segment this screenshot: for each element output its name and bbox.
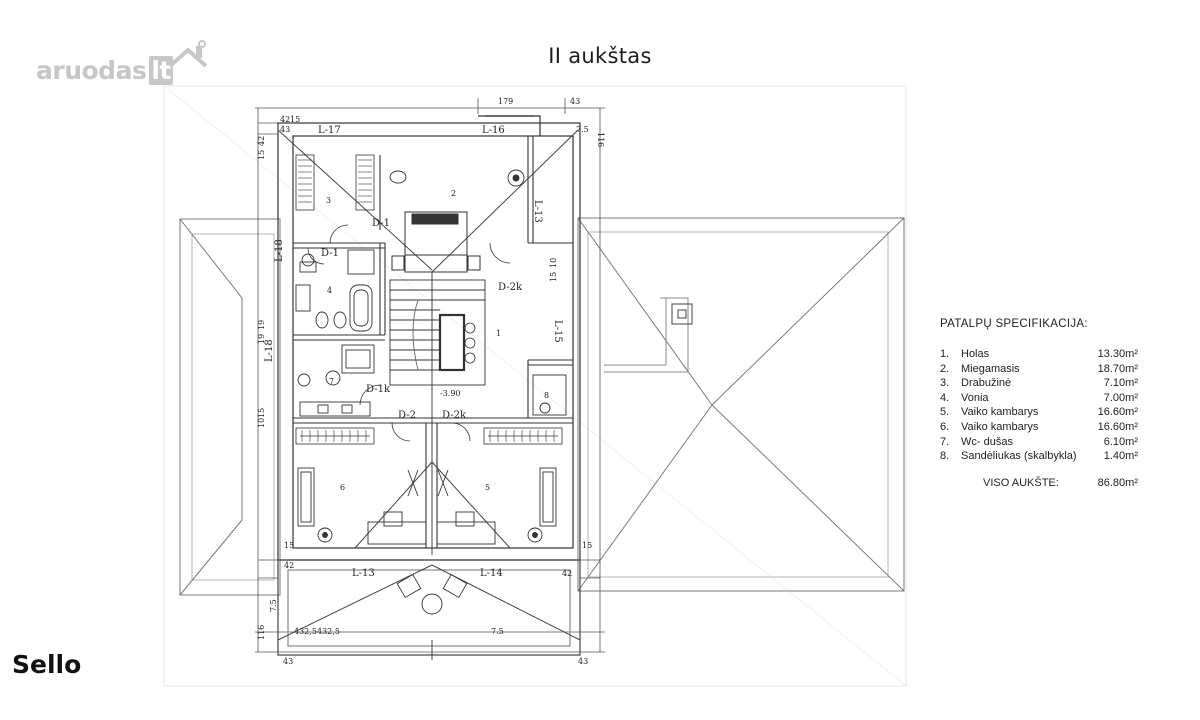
interior-walls — [293, 136, 573, 548]
svg-text:42: 42 — [284, 561, 294, 570]
spec-total: VISO AUKŠTE: 86.80m² — [940, 475, 1160, 491]
svg-text:15: 15 — [582, 541, 592, 550]
svg-text:L-17: L-17 — [318, 125, 341, 136]
brand-logo: Sello — [12, 650, 82, 679]
svg-text:432,5: 432,5 — [317, 627, 340, 636]
svg-text:15: 15 — [549, 272, 558, 282]
svg-text:42: 42 — [280, 115, 290, 124]
svg-text:D-2k: D-2k — [442, 410, 467, 421]
svg-text:4: 4 — [327, 286, 332, 295]
house-icon — [168, 40, 208, 68]
dimension-numbers: 179 43 42 15 43 15 42 7.5 116 10 15 19 1… — [257, 97, 605, 666]
svg-text:L-16: L-16 — [482, 125, 505, 136]
svg-text:42: 42 — [257, 136, 266, 146]
svg-text:43: 43 — [570, 97, 580, 106]
wardrobe-hatching — [298, 159, 555, 442]
svg-text:D-2k: D-2k — [498, 282, 523, 293]
svg-text:15: 15 — [290, 115, 300, 124]
svg-text:8: 8 — [544, 391, 549, 400]
svg-text:7.5: 7.5 — [269, 599, 278, 612]
page-title: II aukštas — [548, 44, 652, 68]
bathroom-fixtures — [295, 249, 567, 417]
svg-text:2: 2 — [451, 189, 456, 198]
spec-row: 8.Sandėliukas (skalbykla)1.40m² — [940, 450, 1138, 463]
svg-text:L-18: L-18 — [264, 339, 275, 362]
svg-text:15: 15 — [257, 408, 266, 418]
door-swings — [307, 224, 511, 442]
svg-text:D-2: D-2 — [398, 410, 416, 421]
svg-text:L-15: L-15 — [552, 320, 563, 343]
plant-icons — [297, 169, 543, 543]
hall-stools — [464, 322, 476, 364]
svg-text:L-18: L-18 — [274, 239, 285, 262]
svg-text:D-1k: D-1k — [366, 384, 391, 395]
svg-text:42: 42 — [562, 569, 572, 578]
svg-text:7.5: 7.5 — [491, 627, 504, 636]
wardrobes — [295, 154, 563, 445]
svg-text:15: 15 — [284, 541, 294, 550]
room-numbers: 1 2 3 4 5 6 7 8 — [326, 189, 549, 492]
svg-text:5: 5 — [485, 483, 490, 492]
roof-left — [179, 218, 281, 596]
svg-text:1: 1 — [496, 329, 501, 338]
svg-text:7.5: 7.5 — [576, 125, 589, 134]
svg-text:7: 7 — [329, 377, 334, 386]
dimension-lines — [255, 98, 605, 653]
staircase — [389, 279, 486, 386]
kids-furniture — [297, 467, 557, 545]
spec-title: PATALPŲ SPECIFIKACIJA: — [940, 318, 1088, 330]
total-label: VISO AUKŠTE: — [983, 476, 1059, 489]
svg-text:3: 3 — [326, 196, 331, 205]
svg-text:432,5: 432,5 — [294, 627, 317, 636]
svg-text:43: 43 — [578, 657, 588, 666]
svg-text:43: 43 — [280, 125, 290, 134]
terrace-furniture — [396, 573, 468, 660]
svg-text:D-1: D-1 — [372, 218, 390, 229]
svg-text:19: 19 — [257, 320, 266, 330]
svg-text:-3.90: -3.90 — [440, 389, 461, 398]
bed — [391, 211, 481, 273]
window-labels: L-17 L-16 L-13 L-18 L-15 L-18 L-13 L-14 — [264, 125, 563, 579]
total-area: 86.80m² — [1097, 476, 1138, 489]
exterior-walls — [277, 115, 581, 656]
door-labels: D-1 D-1 D-2k D-1k D-2 D-2k — [321, 218, 523, 421]
svg-text:D-1: D-1 — [321, 248, 339, 259]
svg-text:19: 19 — [257, 334, 266, 344]
svg-text:179: 179 — [498, 97, 513, 106]
svg-text:15: 15 — [257, 150, 266, 160]
svg-text:116: 116 — [596, 132, 605, 147]
svg-text:L-14: L-14 — [480, 568, 503, 579]
svg-text:10: 10 — [257, 418, 266, 428]
svg-text:6: 6 — [340, 483, 345, 492]
svg-text:L-13: L-13 — [532, 200, 543, 223]
svg-text:43: 43 — [283, 657, 293, 666]
svg-text:10: 10 — [549, 258, 558, 268]
roof-right — [577, 217, 905, 592]
svg-text:L-13: L-13 — [352, 568, 375, 579]
svg-text:116: 116 — [257, 625, 266, 640]
